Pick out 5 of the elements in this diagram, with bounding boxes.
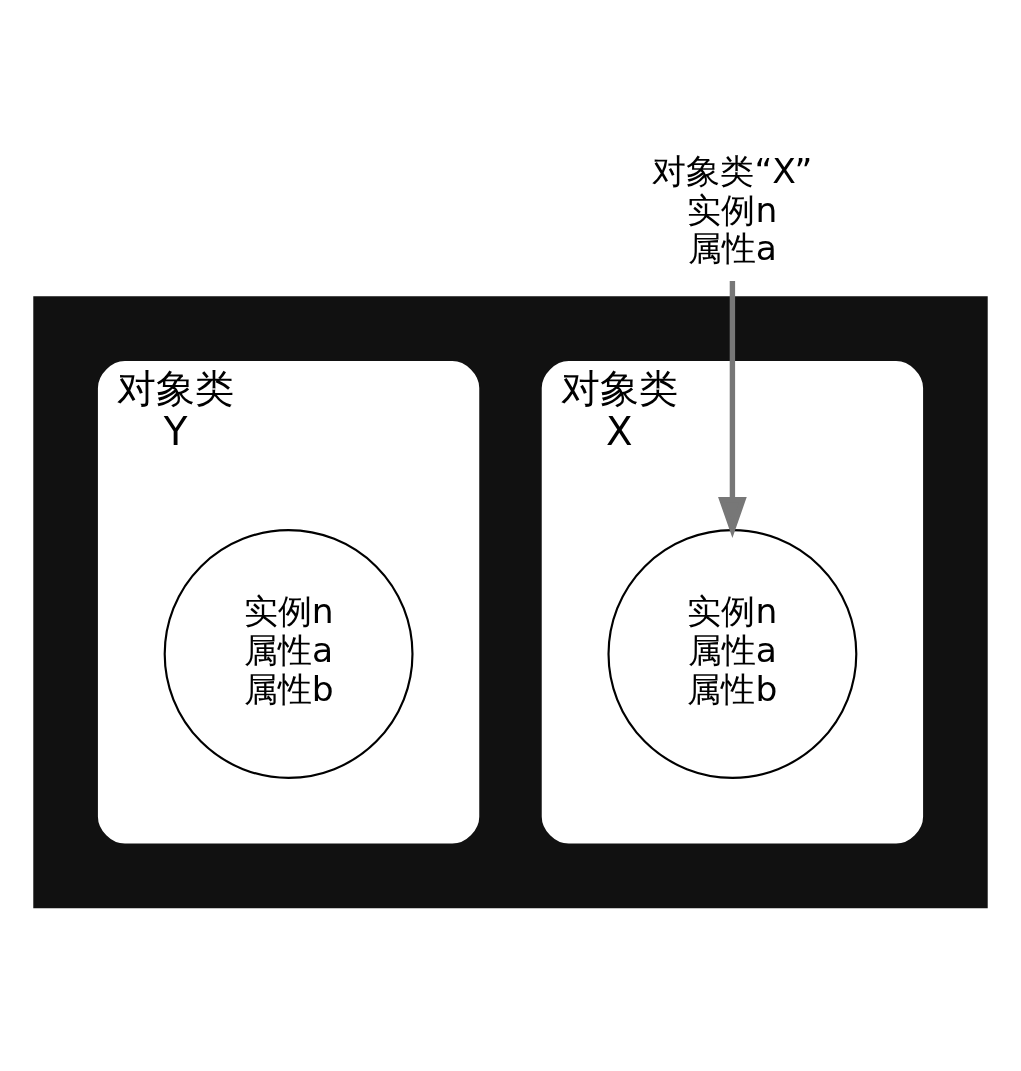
cluster [33,296,988,909]
node-circle: 实例n 属性a 属性b [163,529,414,779]
arrow [718,280,747,539]
node-text: 对象类“X” 实例n 属性a [652,150,813,269]
node-circle: 实例n 属性a 属性b [607,529,858,779]
